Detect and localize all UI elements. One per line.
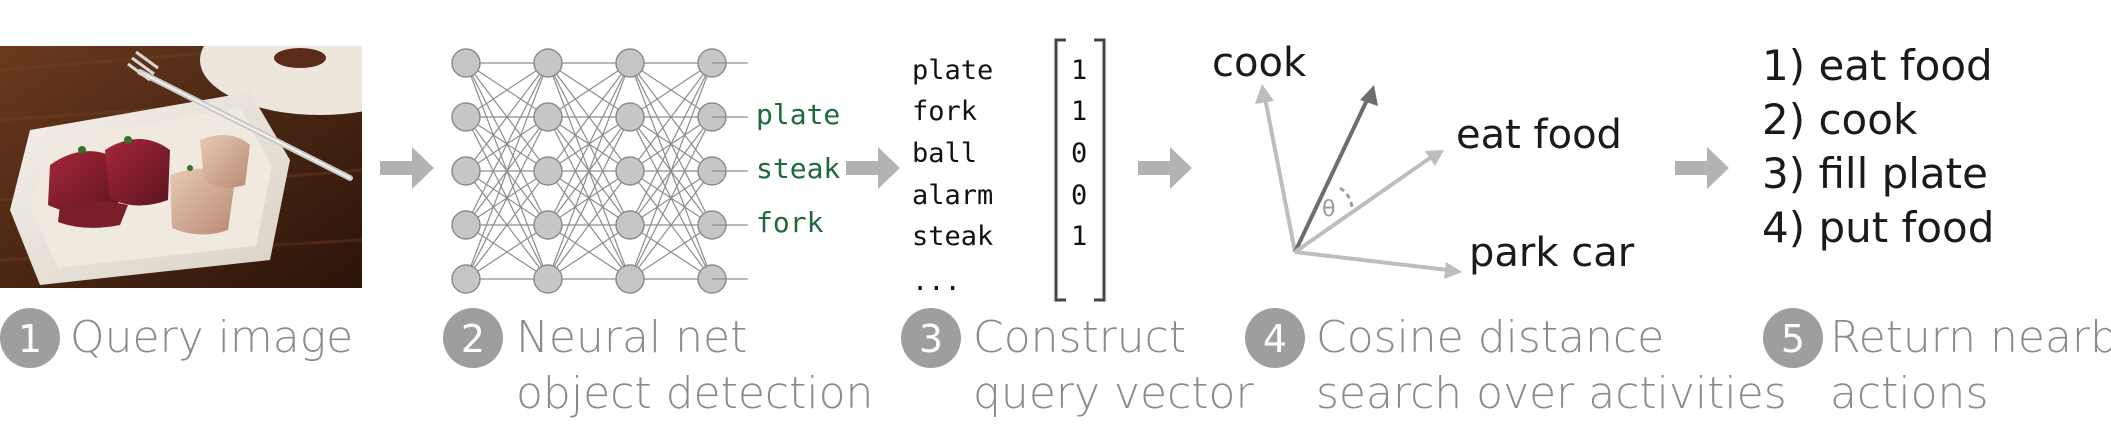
vector-word: plate xyxy=(912,55,993,86)
step-caption-line1: Query image xyxy=(70,312,353,363)
vector-value: 1 xyxy=(1071,221,1087,252)
step-caption-line1: Return nearby xyxy=(1830,312,2111,363)
detection-label-steak: steak xyxy=(756,152,840,185)
vector-word-ellipsis: ... xyxy=(912,266,961,297)
neural-net-node xyxy=(615,156,645,186)
vector-value: 0 xyxy=(1071,180,1087,211)
step-caption-line2: search over activities xyxy=(1316,368,1787,419)
vector-word: ball xyxy=(912,138,977,169)
neural-net-node xyxy=(451,102,481,132)
neural-net-edge xyxy=(465,62,549,226)
neural-net-edge xyxy=(465,170,549,280)
step-3-caption: 3 Construct query vector xyxy=(901,308,1254,419)
neural-net-edge xyxy=(465,62,549,118)
neural-net-edge xyxy=(629,62,713,118)
neural-net-edge xyxy=(465,62,549,280)
vector-word: fork xyxy=(912,96,977,127)
step-number: 2 xyxy=(461,317,485,361)
neural-net-edge xyxy=(629,62,713,172)
neural-net-edge xyxy=(547,116,631,280)
neural-net-edge xyxy=(629,170,713,280)
step-number: 5 xyxy=(1781,317,1805,361)
neural-net-node xyxy=(451,264,481,294)
neural-net-edge xyxy=(547,62,631,226)
neural-net-node xyxy=(615,264,645,294)
step-number-badge xyxy=(1245,308,1305,368)
step-4-caption: 4 Cosine distance search over activities xyxy=(1245,308,1787,419)
neural-net-node xyxy=(615,48,645,78)
query-vector-values: 1 1 0 0 1 xyxy=(1071,55,1087,252)
neural-net-node xyxy=(451,156,481,186)
neural-net-node xyxy=(533,102,563,132)
neural-net-edge xyxy=(465,116,549,280)
angle-theta-label: θ xyxy=(1322,197,1335,222)
vector-value: 1 xyxy=(1071,96,1087,127)
step-2-caption: 2 Neural net object detection xyxy=(443,308,873,419)
flow-arrow-4 xyxy=(1675,147,1729,189)
results-list: 1) eat food 2) cook 3) fill plate 4) put… xyxy=(1762,41,1994,252)
vector-word: steak xyxy=(912,221,993,252)
step-number-badge xyxy=(901,308,961,368)
vector-bracket xyxy=(1054,38,1106,302)
step-number-badge xyxy=(0,308,60,368)
step-1-caption: 1 Query image xyxy=(0,308,353,368)
step-caption-line1: Construct xyxy=(973,312,1186,363)
step-caption-line2: query vector xyxy=(973,368,1254,419)
neural-net-edge xyxy=(629,62,713,280)
flow-arrow-1 xyxy=(380,147,434,189)
step-number: 3 xyxy=(919,317,943,361)
vector-word: alarm xyxy=(912,180,993,211)
neural-net-node xyxy=(533,156,563,186)
result-item: 1) eat food xyxy=(1762,41,1993,90)
step-number: 4 xyxy=(1263,317,1287,361)
neural-net-edge xyxy=(465,62,549,172)
step-number: 1 xyxy=(18,317,42,361)
result-item: 4) put food xyxy=(1762,203,1994,252)
step-caption-line2: object detection xyxy=(516,368,873,419)
detection-label-plate: plate xyxy=(756,98,840,131)
detection-label-fork: fork xyxy=(756,206,824,239)
query-image-photo xyxy=(0,46,362,288)
neural-net-edge xyxy=(547,62,631,172)
neural-net-node xyxy=(533,48,563,78)
query-vector-words: plate fork ball alarm steak ... xyxy=(912,55,993,297)
neural-net-edge xyxy=(629,116,713,280)
neural-net-node xyxy=(451,210,481,240)
flow-arrow-2 xyxy=(846,147,900,189)
neural-net-edge xyxy=(629,224,713,280)
neural-net-edge xyxy=(465,224,549,280)
neural-net-edge xyxy=(547,170,631,280)
cosine-vector-diagram xyxy=(1255,84,1462,279)
step-5-caption: 5 Return nearby actions xyxy=(1763,308,2111,419)
neural-net-node xyxy=(615,210,645,240)
step-number-badge xyxy=(443,308,503,368)
step-caption-line2: actions xyxy=(1830,368,1988,419)
neural-net-edge xyxy=(547,62,631,118)
vector-value: 1 xyxy=(1071,55,1087,86)
flow-arrow-3 xyxy=(1138,147,1192,189)
result-item: 3) fill plate xyxy=(1762,149,1988,198)
neural-net-edge xyxy=(547,62,631,280)
neural-net-edge xyxy=(547,224,631,280)
step-caption-line1: Neural net xyxy=(516,312,747,363)
neural-net-edges xyxy=(465,62,713,280)
neural-net-output-lines xyxy=(712,62,748,280)
vector-value: 0 xyxy=(1071,138,1087,169)
neural-net-node xyxy=(451,48,481,78)
step-number-badge xyxy=(1763,308,1823,368)
activity-label-cook: cook xyxy=(1212,40,1307,86)
result-item: 2) cook xyxy=(1762,95,1918,144)
neural-net-node xyxy=(533,210,563,240)
neural-net-node xyxy=(533,264,563,294)
activity-label-eat-food: eat food xyxy=(1456,112,1622,158)
neural-net-edge xyxy=(629,62,713,226)
neural-net-node xyxy=(615,102,645,132)
step-caption-line1: Cosine distance xyxy=(1316,312,1664,363)
activity-label-park-car: park car xyxy=(1469,230,1635,276)
